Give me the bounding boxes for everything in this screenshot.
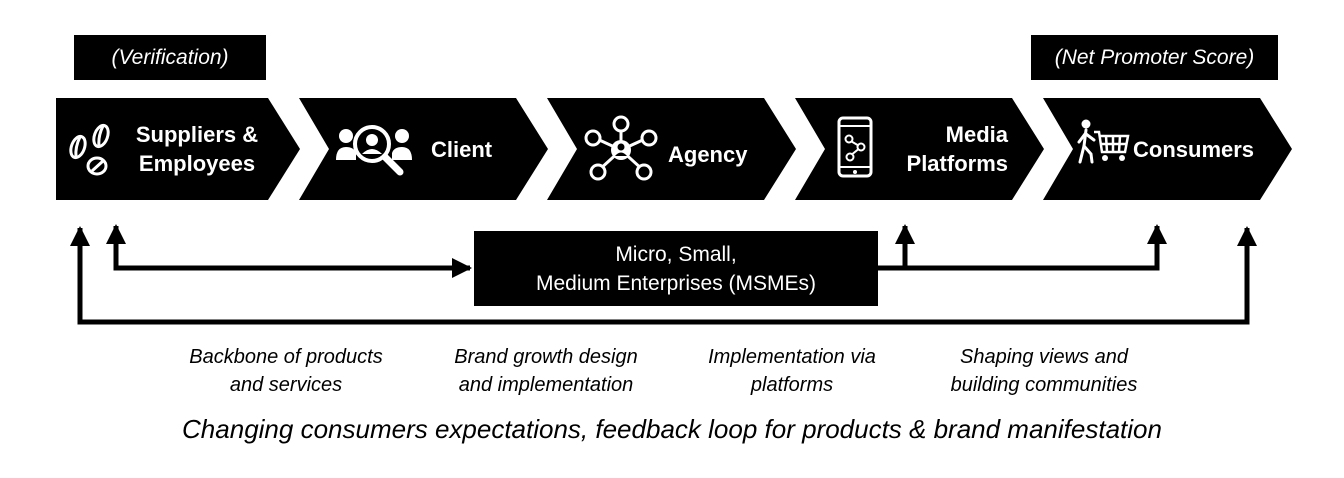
stage-media-platforms: Media Platforms <box>795 98 1044 200</box>
stage-label-line: Consumers <box>1133 137 1255 162</box>
caption-line: Backbone of products <box>189 346 383 368</box>
msme-label-line2: Medium Enterprises (MSMEs) <box>535 271 817 295</box>
stage-suppliers-employees: Suppliers & Employees <box>56 98 300 200</box>
stage-label-line: Suppliers & <box>135 122 259 147</box>
msme-box: Micro, Small, Medium Enterprises (MSMEs) <box>474 231 878 306</box>
stage-label-line: Platforms <box>906 151 1008 176</box>
feedback-loop-line <box>70 226 1257 325</box>
caption-line: and services <box>229 374 343 396</box>
caption-line: platforms <box>750 374 834 396</box>
stage-label-line: Agency <box>668 142 748 167</box>
caption-line: and implementation <box>458 374 634 396</box>
net-promoter-score-tag: (Net Promoter Score) <box>1031 35 1278 80</box>
caption-line: Implementation via <box>708 346 876 368</box>
footer-caption: Changing consumers expectations, feedbac… <box>182 414 1162 444</box>
stage-agency: Agency <box>547 98 796 200</box>
msme-consumer-arrow <box>878 224 1167 271</box>
stage-client: Client <box>299 98 548 200</box>
supplier-msme-arrow <box>106 224 472 278</box>
coffee-beans-icon <box>69 123 110 176</box>
stage-label-line: Employees <box>138 151 256 176</box>
stage-label-line: Client <box>431 137 493 162</box>
caption-agency: Implementation via platforms <box>667 343 917 399</box>
caption-line: Shaping views and <box>960 346 1128 368</box>
stage-label-consumers: Consumers <box>1133 135 1254 164</box>
smartphone-icon <box>837 116 873 178</box>
shopping-cart-icon <box>1077 119 1130 164</box>
stage-label-agency: Agency <box>668 140 747 169</box>
caption-line: building communities <box>950 374 1138 396</box>
stage-consumers: Consumers <box>1043 98 1292 200</box>
magnifier-people-icon <box>336 125 412 176</box>
stage-label-suppliers: Suppliers & Employees <box>125 120 269 178</box>
verification-tag: (Verification) <box>74 35 266 80</box>
stage-label-line: Media <box>945 122 1008 147</box>
network-icon <box>584 115 658 181</box>
caption-line: Brand growth design <box>454 346 638 368</box>
caption-consumers: Shaping views and building communities <box>919 343 1169 399</box>
stage-label-media: Media Platforms <box>891 120 1008 178</box>
caption-client: Brand growth design and implementation <box>421 343 671 399</box>
msme-label-line1: Micro, Small, <box>615 242 737 266</box>
caption-suppliers: Backbone of products and services <box>161 343 411 399</box>
stage-label-client: Client <box>431 135 492 164</box>
